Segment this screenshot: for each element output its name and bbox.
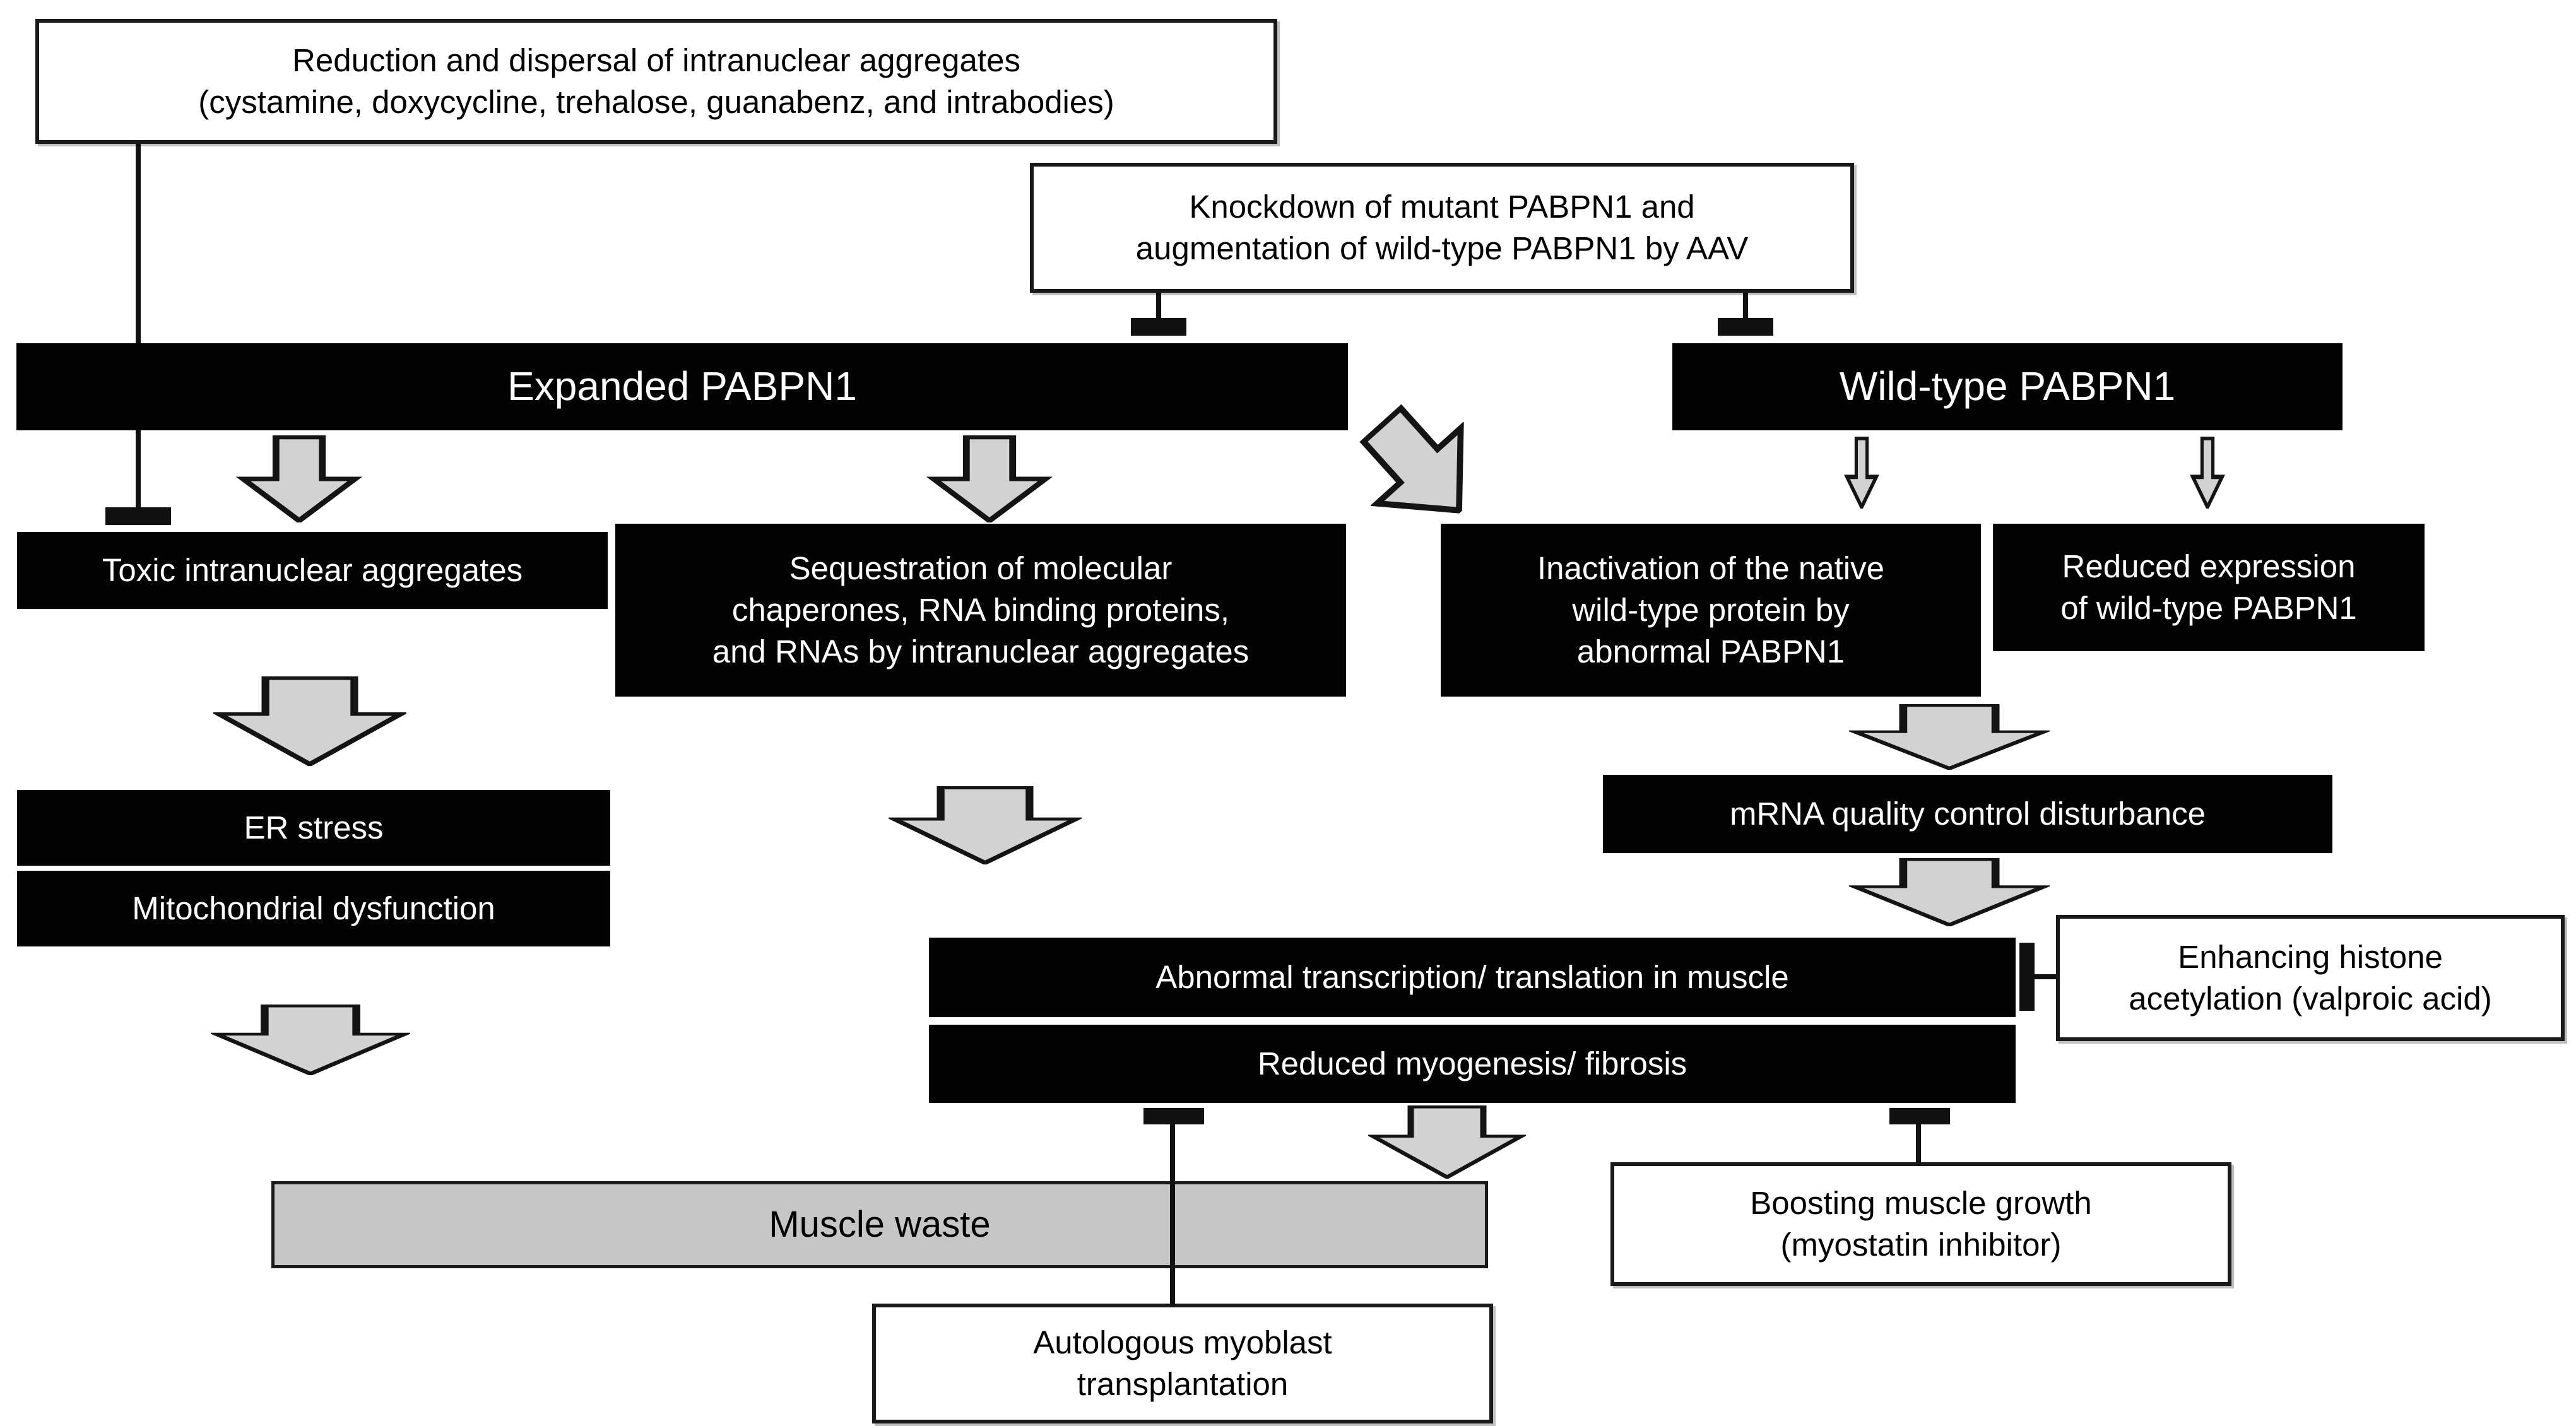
down-block-arrow-icon bbox=[1849, 704, 2050, 770]
down-block-arrow-icon bbox=[1368, 1105, 1526, 1179]
node-muscle-waste: Muscle waste bbox=[271, 1181, 1488, 1268]
text-line: Reduced expression bbox=[2062, 548, 2356, 584]
text-line: Wild-type PABPN1 bbox=[1839, 363, 2176, 410]
down-block-arrow-icon bbox=[211, 1005, 410, 1075]
inhibition-t-bar-boosting bbox=[1889, 1108, 1950, 1124]
text-line: Abnormal transcription/ translation in m… bbox=[1155, 958, 1789, 995]
text-line: Enhancing histone bbox=[2178, 938, 2443, 975]
node-sequestration: Sequestration of molecular chaperones, R… bbox=[615, 524, 1346, 697]
text-line: ER stress bbox=[244, 809, 384, 846]
down-block-arrow-icon bbox=[231, 435, 367, 522]
node-abnormal-transcription: Abnormal transcription/ translation in m… bbox=[929, 938, 2016, 1017]
inhibition-t-bar-knockdown-left bbox=[1131, 318, 1186, 336]
node-autologous-transplantation: Autologous myoblast transplantation bbox=[872, 1304, 1493, 1423]
text-line: mRNA quality control disturbance bbox=[1729, 795, 2206, 832]
text-line: Reduced myogenesis/ fibrosis bbox=[1257, 1045, 1687, 1081]
text-line: Autologous myoblast bbox=[1033, 1324, 1332, 1360]
inhibition-line-boosting bbox=[1916, 1122, 1921, 1167]
inhibition-t-bar-reduction bbox=[105, 507, 171, 525]
node-reduced-expression: Reduced expression of wild-type PABPN1 bbox=[1993, 524, 2425, 651]
node-boosting-muscle-growth: Boosting muscle growth (myostatin inhibi… bbox=[1610, 1162, 2231, 1286]
text-line: Mitochondrial dysfunction bbox=[132, 890, 495, 926]
inhibition-line-knockdown-left bbox=[1156, 290, 1161, 322]
node-reduced-myogenesis: Reduced myogenesis/ fibrosis bbox=[929, 1025, 2016, 1103]
node-mitochondrial-dysfunction: Mitochondrial dysfunction bbox=[17, 871, 610, 946]
node-reduction-dispersal: Reduction and dispersal of intranuclear … bbox=[35, 19, 1277, 144]
node-wildtype-pabpn1: Wild-type PABPN1 bbox=[1672, 343, 2343, 430]
text-line: and RNAs by intranuclear aggregates bbox=[712, 633, 1250, 670]
text-line: Expanded PABPN1 bbox=[507, 363, 857, 410]
text-line: (myostatin inhibitor) bbox=[1780, 1227, 2062, 1263]
text-line: Sequestration of molecular bbox=[789, 550, 1173, 586]
text-line: Muscle waste bbox=[769, 1204, 991, 1246]
inhibition-t-bar-knockdown-right bbox=[1718, 318, 1773, 336]
text-line: augmentation of wild-type PABPN1 by AAV bbox=[1135, 230, 1749, 266]
inhibition-line-autologous bbox=[1170, 1122, 1175, 1306]
text-line: abnormal PABPN1 bbox=[1576, 633, 1845, 670]
text-line: Reduction and dispersal of intranuclear … bbox=[292, 42, 1020, 78]
inhibition-line-enhancing bbox=[2032, 974, 2060, 979]
down-block-arrow-icon bbox=[1835, 437, 1889, 509]
text-line: Boosting muscle growth bbox=[1750, 1184, 2092, 1221]
down-block-arrow-icon bbox=[2180, 437, 2235, 509]
node-inactivation: Inactivation of the native wild-type pro… bbox=[1441, 524, 1981, 697]
down-block-arrow-icon bbox=[1849, 858, 2050, 926]
down-block-arrow-icon bbox=[921, 435, 1058, 522]
inhibition-t-bar-autologous bbox=[1143, 1108, 1204, 1124]
text-line: Toxic intranuclear aggregates bbox=[102, 551, 523, 588]
down-block-arrow-icon bbox=[213, 676, 406, 766]
text-line: of wild-type PABPN1 bbox=[2060, 590, 2357, 626]
text-line: wild-type protein by bbox=[1572, 591, 1850, 628]
diagonal-block-arrow-icon bbox=[1334, 381, 1507, 554]
text-line: acetylation (valproic acid) bbox=[2129, 981, 2492, 1016]
node-er-stress: ER stress bbox=[17, 790, 610, 866]
text-line: (cystamine, doxycycline, trehalose, guan… bbox=[198, 84, 1114, 120]
text-line: Inactivation of the native bbox=[1537, 550, 1885, 586]
node-toxic-aggregates: Toxic intranuclear aggregates bbox=[17, 532, 608, 609]
text-line: chaperones, RNA binding proteins, bbox=[731, 591, 1230, 628]
down-block-arrow-icon bbox=[889, 786, 1082, 864]
node-mrna-quality-control: mRNA quality control disturbance bbox=[1603, 775, 2332, 853]
text-line: transplantation bbox=[1077, 1366, 1289, 1402]
inhibition-line-reduction bbox=[136, 141, 141, 510]
node-knockdown-augmentation: Knockdown of mutant PABPN1 and augmentat… bbox=[1030, 163, 1854, 293]
node-expanded-pabpn1: Expanded PABPN1 bbox=[16, 343, 1348, 430]
inhibition-line-knockdown-right bbox=[1743, 290, 1748, 322]
text-line: Knockdown of mutant PABPN1 and bbox=[1189, 188, 1695, 225]
node-enhancing-histone: Enhancing histone acetylation (valproic … bbox=[2056, 915, 2565, 1041]
